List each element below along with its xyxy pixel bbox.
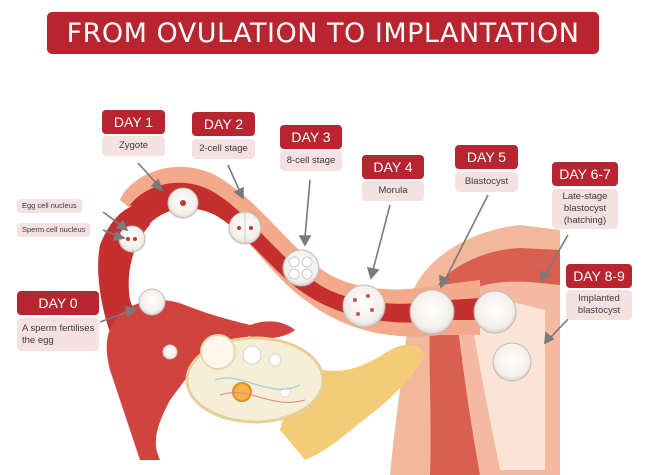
ovulated-egg (162, 344, 178, 360)
page-title: FROM OVULATION TO IMPLANTATION (66, 17, 580, 49)
morula (342, 284, 386, 328)
fertilisation-egg (138, 288, 166, 316)
cells (118, 187, 532, 382)
day-4-description: Morula (362, 181, 424, 201)
day-5-description: Blastocyst (455, 172, 518, 192)
pointer-arrows (99, 162, 573, 345)
day-0-description: A sperm fertilises the egg (17, 318, 99, 351)
day-3-description: 8-cell stage (280, 151, 342, 171)
day-3-tag: DAY 3 (280, 125, 342, 149)
day-0-tag: DAY 0 (17, 291, 99, 315)
day-4-tag: DAY 4 (362, 155, 424, 179)
sperm-cell-nucleus-text: Sperm cell nucleus (22, 225, 86, 234)
day-6-7-tag: DAY 6-7 (552, 162, 618, 186)
egg-cell-nucleus-label: Egg cell nucleus (17, 199, 82, 213)
day-8-9-description: Implanted blastocyst (566, 290, 632, 320)
day-2-tag: DAY 2 (192, 112, 255, 136)
egg-cell-nucleus-text: Egg cell nucleus (22, 201, 77, 210)
day-2-description: 2-cell stage (192, 139, 255, 159)
hatching-blastocyst (473, 290, 517, 334)
eight-cell-embryo (282, 249, 320, 287)
blastocyst (409, 289, 455, 335)
sperm-cell-nucleus-label: Sperm cell nucleus (17, 223, 91, 237)
day-1-tag: DAY 1 (102, 110, 165, 134)
ovary (185, 334, 325, 424)
title-banner: FROM OVULATION TO IMPLANTATION (47, 12, 599, 54)
day-5-tag: DAY 5 (455, 145, 518, 169)
day-1-description: Zygote (102, 136, 165, 156)
day-8-9-tag: DAY 8-9 (566, 264, 632, 288)
implanted-blastocyst (492, 342, 532, 382)
day-6-7-description: Late-stage blastocyst (hatching) (552, 189, 618, 229)
